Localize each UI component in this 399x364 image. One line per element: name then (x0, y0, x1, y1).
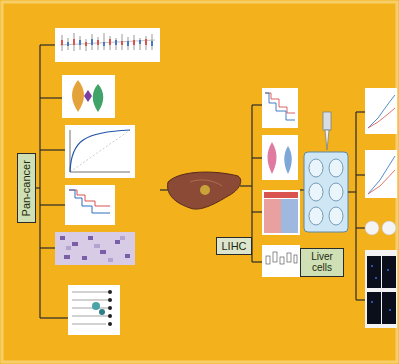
forest-thumbnail (68, 285, 120, 335)
pan-cancer-bracket (36, 45, 170, 318)
violin-thumbnail (62, 75, 115, 118)
node-label: Pan-cancer (20, 160, 33, 216)
lihc-violin-thumbnail (262, 135, 298, 180)
boxplot-thumbnail (55, 28, 160, 62)
pipette-illustration (323, 112, 331, 150)
lihc-heatmap-thumbnail (262, 190, 300, 235)
heatmap-thumbnail (55, 232, 135, 265)
category-box: Pan-cancer (17, 153, 36, 223)
category-box: LIHC (216, 237, 252, 256)
well-plate-illustration (304, 152, 348, 232)
cells-bracket (348, 112, 365, 300)
frame (2, 2, 397, 362)
roc-thumbnail (65, 125, 135, 178)
cells-growth-thumbnail (365, 150, 397, 198)
liver-illustration (168, 172, 241, 209)
cells-curve-thumbnail (365, 88, 397, 134)
node-label: Liver cells (305, 251, 339, 274)
node-label: LIHC (221, 240, 247, 253)
category-box: Liver cells (300, 248, 344, 277)
colony-thumbnail (365, 221, 396, 235)
fluorescence-thumbnail (365, 250, 397, 328)
lihc-survival-thumbnail (262, 88, 298, 128)
survival-thumbnail (65, 185, 115, 225)
lihc-boxplot-thumbnail (262, 245, 300, 277)
